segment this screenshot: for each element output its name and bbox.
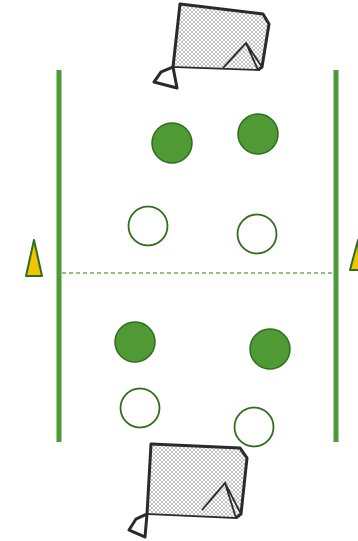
hollow-player-4 [235,408,274,447]
top-goal [154,4,269,88]
filled-player-4 [250,329,290,369]
left-cone [26,240,42,276]
hollow-player-3 [121,389,160,428]
hollow-player-1 [129,207,168,246]
filled-player-3 [115,322,155,362]
hollow-player-2 [238,215,277,254]
filled-player-1 [152,123,192,163]
bottom-goal [129,444,247,537]
right-cone [350,240,358,270]
filled-player-2 [238,114,278,154]
